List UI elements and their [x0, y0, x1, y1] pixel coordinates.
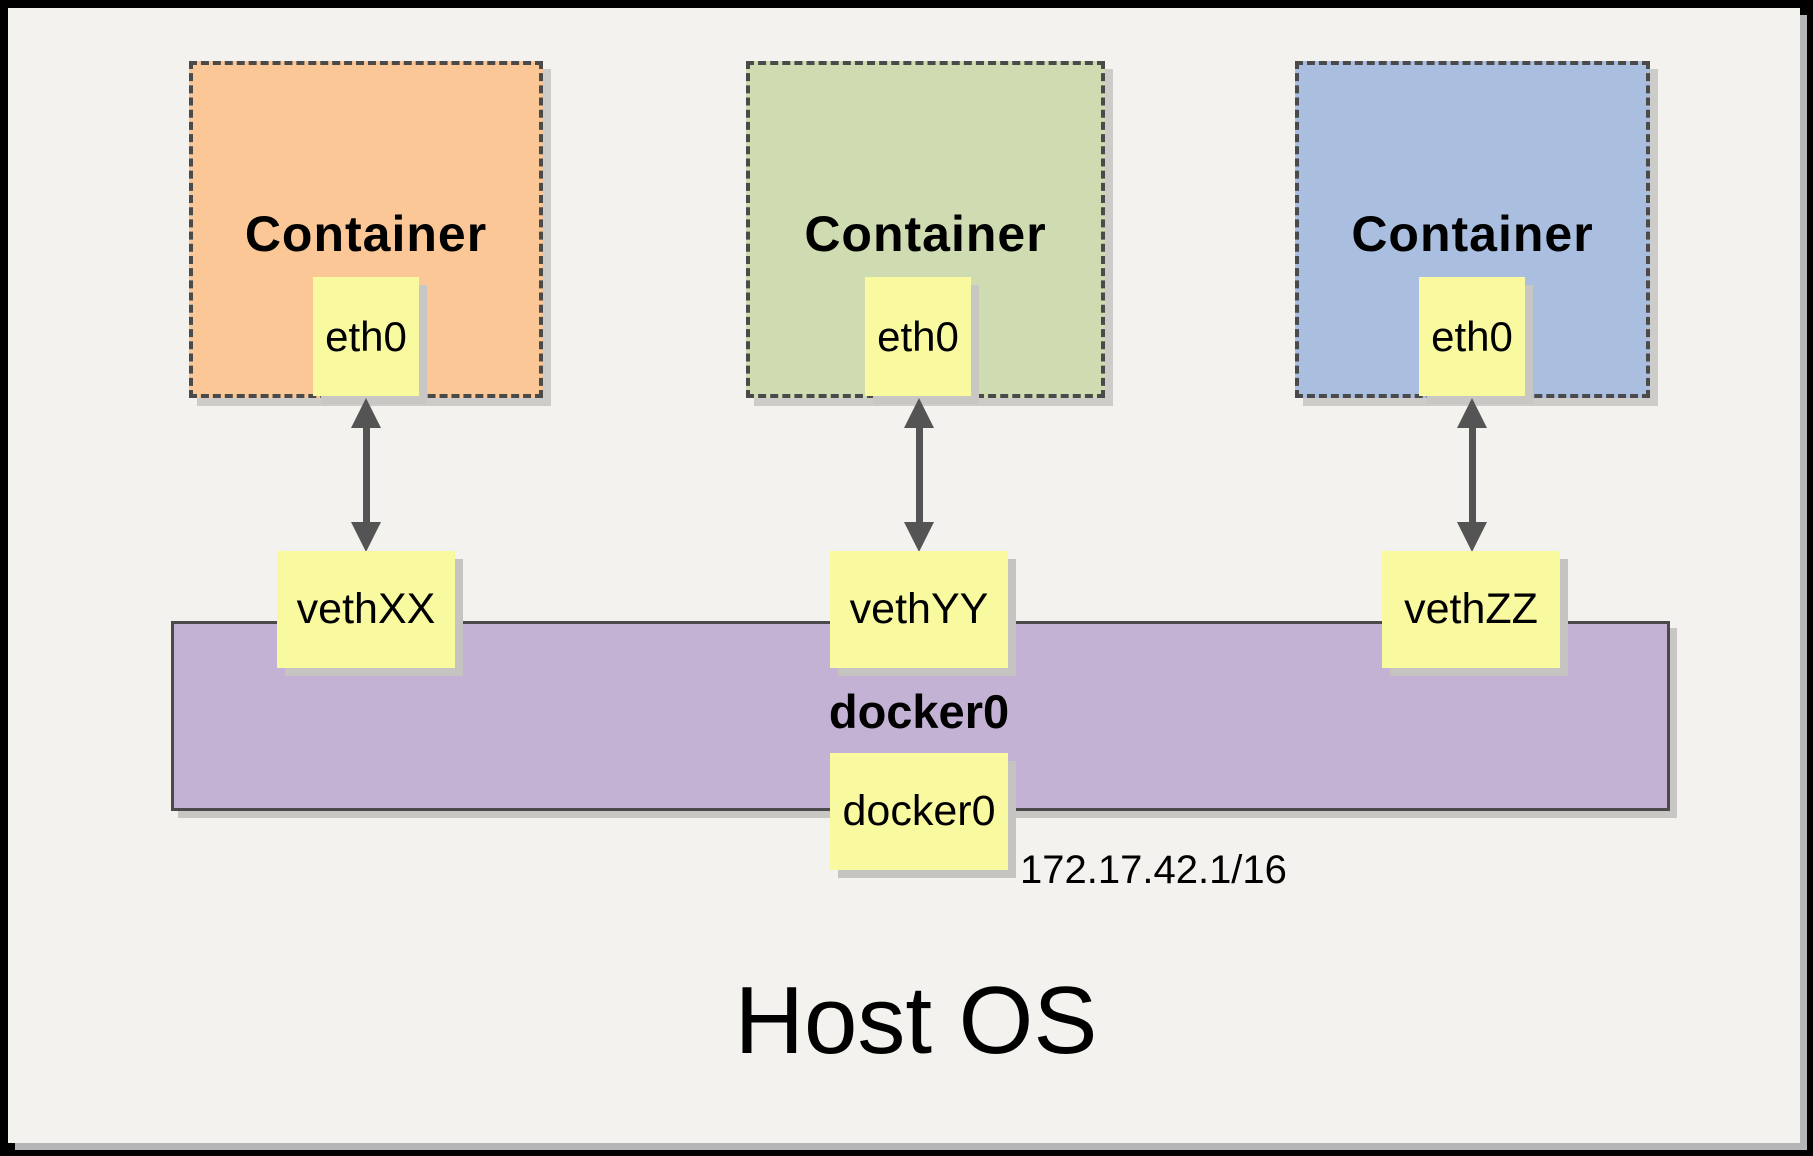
vethzz-box: vethZZ — [1382, 551, 1560, 668]
vethxx-box: vethXX — [277, 551, 455, 668]
eth0-label-1: eth0 — [325, 312, 407, 360]
vethyy-box: vethYY — [830, 551, 1008, 668]
vethzz-label: vethZZ — [1404, 585, 1538, 633]
eth0-box-container-2: eth0 — [865, 277, 971, 396]
container-3-label: Container — [1351, 206, 1594, 262]
docker0-ip-address: 172.17.42.1/16 — [1020, 848, 1287, 892]
host-os-panel: Container Container Container eth0 eth0 … — [8, 8, 1800, 1143]
docker0-interface-label: docker0 — [842, 787, 996, 835]
eth0-vethxx-arrow-icon — [351, 398, 381, 552]
eth0-label-3: eth0 — [1431, 312, 1513, 360]
eth0-box-container-1: eth0 — [313, 277, 419, 396]
vethxx-label: vethXX — [296, 585, 436, 633]
container-1-label: Container — [244, 206, 488, 262]
docker0-interface-box: docker0 — [830, 753, 1008, 870]
eth0-label-2: eth0 — [877, 312, 959, 360]
eth0-vethzz-arrow-icon — [1457, 398, 1487, 552]
vethyy-label: vethYY — [849, 585, 989, 633]
host-os-title: Host OS — [734, 967, 1098, 1074]
docker0-bridge-label: docker0 — [828, 685, 1010, 738]
eth0-vethyy-arrow-icon — [904, 398, 934, 552]
container-2-label: Container — [804, 206, 1047, 262]
eth0-box-container-3: eth0 — [1419, 277, 1525, 396]
